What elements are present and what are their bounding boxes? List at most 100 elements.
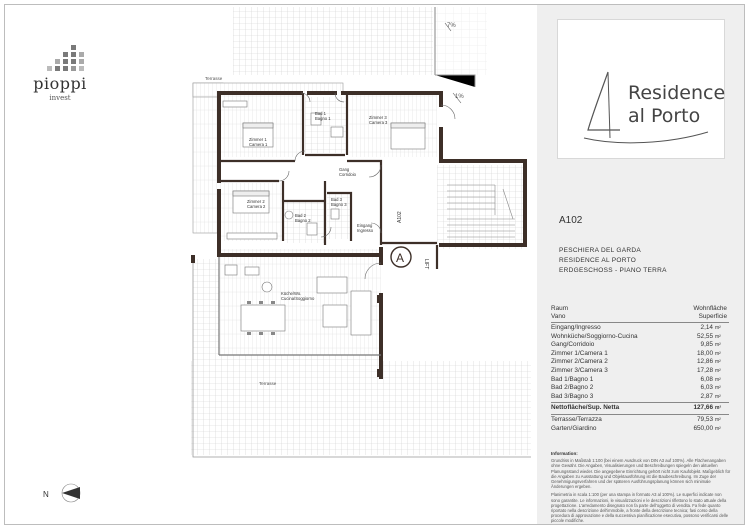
row-unit: m²: [715, 342, 721, 349]
header-room: Raum: [551, 305, 569, 312]
row-label: Bad 2/Bagno 2: [551, 384, 594, 392]
row-label: Wohnküche/Soggiorno-Cucina: [551, 332, 638, 340]
brand-subtitle: invest: [49, 94, 71, 102]
project-logo-card: Residence al Porto: [557, 19, 725, 159]
row-label: Gang/Corridoio: [551, 341, 595, 349]
row-value: 9,85: [700, 341, 713, 349]
bad3-label-it: Bagno 3: [331, 202, 347, 207]
total-unit: m²: [715, 405, 722, 412]
table-header-row: Raum Wohnfläche: [551, 305, 729, 313]
location-line-2: RESIDENCE AL PORTO: [559, 257, 637, 264]
row-value: 2,14: [700, 324, 713, 331]
kuche-label: Küche/Wo.: [281, 291, 301, 296]
dim-top-label: 7%: [447, 23, 456, 29]
info-title: Information:: [551, 451, 578, 456]
project-title: Residence al Porto: [628, 82, 725, 128]
bad3-label: Bad 3: [331, 197, 343, 202]
row-unit: m²: [715, 367, 721, 374]
gang-label: Gang: [339, 167, 350, 172]
row-value: 650,00: [693, 424, 713, 432]
extras-divider: [551, 413, 729, 415]
unit-tag: A102: [397, 211, 403, 223]
row-value: 12,86: [697, 358, 713, 366]
row-unit: m²: [715, 359, 721, 366]
total-row: Nettofläche/Sup. Netta 127,66 m²: [551, 404, 729, 413]
row-unit: m²: [715, 425, 721, 432]
section-marker: [390, 246, 412, 268]
row-value: 6,03: [700, 384, 713, 392]
info-para-it: Planimetria in scala 1:100 (per una stam…: [551, 492, 729, 524]
row-value: 6,08: [700, 375, 713, 383]
row-unit: m²: [715, 385, 721, 392]
compass-label: N: [43, 490, 49, 499]
zimmer3-label-it: Camera 3: [369, 120, 388, 125]
bad2-label: Bad 2: [295, 213, 307, 218]
row-label: Garten/Giardino: [551, 424, 597, 432]
row-value: 17,28: [697, 366, 713, 374]
zimmer1-label: Zimmer 1: [249, 137, 267, 142]
bad1-label-it: Bagno 1: [315, 116, 331, 121]
zimmer2-label-it: Camera 2: [247, 204, 266, 209]
bad1-label: Bad 1: [315, 111, 327, 116]
row-label: Zimmer 1/Camera 1: [551, 349, 608, 357]
garden-top: [233, 7, 433, 75]
location-line-3: ERDGESCHOSS - PIANO TERRA: [559, 267, 667, 274]
floor-plan-pane: pioppi invest 7% Terrass: [5, 5, 537, 524]
table-divider: [551, 322, 729, 323]
north-compass: N: [43, 483, 81, 503]
legal-info: Information: Grundriss in Maßstab 1:100 …: [551, 451, 731, 524]
brand-name: pioppi: [33, 74, 87, 93]
eingang-label: Eingang: [357, 223, 373, 228]
gang-label-it: Corridoio: [339, 172, 357, 177]
bad2-label-it: Bagno 2: [295, 218, 311, 223]
pioppi-logo-mark: [47, 45, 84, 71]
row-label: Zimmer 2/Camera 2: [551, 358, 608, 366]
row-value: 52,55: [697, 332, 713, 340]
terrasse-label: Terrasse: [259, 381, 277, 386]
location-line-1: PESCHIERA DEL GARDA: [559, 247, 642, 254]
info-para-de: Grundriss in Maßstab 1:100 (bei einem Au…: [551, 458, 731, 490]
kuche-label-it: Cucina/Soggiorno: [281, 296, 315, 301]
row-unit: m²: [715, 393, 721, 400]
zimmer2-label: Zimmer 2: [247, 199, 265, 204]
total-label: Nettofläche/Sup. Netta: [551, 404, 620, 412]
row-unit: m²: [715, 416, 721, 423]
section-marker-letter: A: [396, 251, 404, 265]
location-block: PESCHIERA DEL GARDA RESIDENCE AL PORTO E…: [559, 246, 667, 276]
zimmer3-label: Zimmer 3: [369, 115, 387, 120]
dim-mid-label: 1%: [455, 94, 464, 100]
total-value: 127,66: [693, 404, 713, 412]
terrasse-top-label: Terrasse: [205, 76, 223, 81]
row-label: Zimmer 3/Camera 3: [551, 366, 608, 374]
eingang-label-it: Ingresso: [357, 228, 374, 233]
row-value: 79,53: [697, 415, 713, 423]
row-unit: m²: [715, 350, 721, 357]
row-value: 18,00: [697, 349, 713, 357]
row-label: Bad 1/Bagno 1: [551, 375, 594, 383]
row-unit: m²: [715, 333, 721, 340]
row-unit: m²: [715, 376, 721, 383]
header-area: Wohnfläche: [693, 305, 727, 312]
lift-label: LIFT: [423, 259, 429, 269]
total-divider: [551, 402, 729, 404]
area-table: Raum Wohnfläche Vano Superficie Eingang/…: [551, 305, 729, 433]
row-label: Bad 3/Bagno 3: [551, 392, 594, 400]
sailboat-icon: [583, 71, 709, 144]
info-panel: Residence al Porto A102 PESCHIERA DEL GA…: [537, 5, 744, 524]
zimmer1-label-it: Camera 1: [249, 142, 268, 147]
row-value: 2,87: [700, 392, 713, 400]
unit-code: A102: [559, 215, 583, 226]
floor-plan: 7% Terrasse Terrasse: [191, 7, 531, 458]
project-title-line1: Residence: [628, 82, 726, 104]
